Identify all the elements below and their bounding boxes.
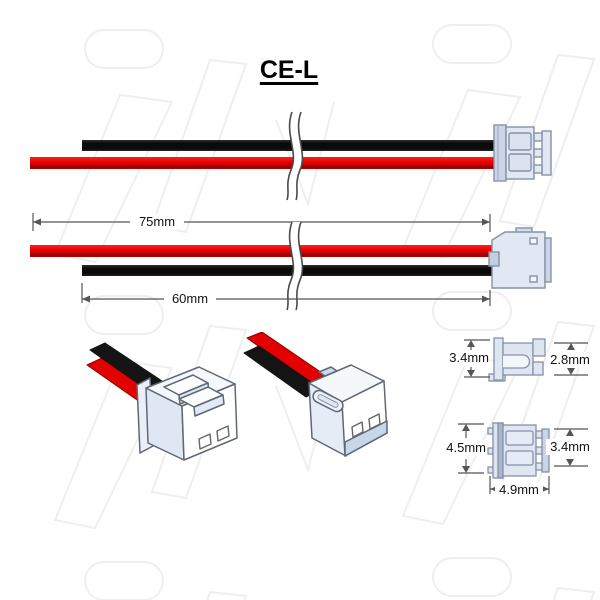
top-cable-red-wire bbox=[30, 157, 496, 169]
top-cable-connector-side-view bbox=[493, 124, 552, 182]
plug-height-dimension bbox=[464, 339, 490, 378]
top-cable-break-mark bbox=[286, 111, 304, 201]
bottom-cable-black-wire bbox=[82, 265, 496, 276]
overall-length-label: 75mm bbox=[130, 214, 184, 230]
connector-profile-drawing bbox=[488, 337, 546, 382]
connector-isometric-front-view bbox=[243, 332, 388, 457]
bottom-cable-connector-top-view bbox=[488, 227, 552, 289]
socket-inner-height-label: 3.4mm bbox=[546, 439, 594, 455]
socket-width-label: 4.9mm bbox=[495, 482, 543, 498]
short-wire-dimension bbox=[81, 283, 491, 306]
socket-inner-height-dimension bbox=[554, 428, 588, 467]
overall-length-dimension bbox=[32, 213, 491, 232]
socket-height-label: 4.5mm bbox=[442, 440, 486, 456]
plug-height-label: 3.4mm bbox=[445, 350, 489, 366]
page-title: CE-L bbox=[259, 56, 319, 84]
bottom-cable-break-mark bbox=[286, 221, 304, 311]
socket-height-dimension bbox=[458, 423, 484, 474]
plug-inner-height-dimension bbox=[554, 342, 588, 376]
connector-isometric-rear-view bbox=[86, 342, 238, 461]
plug-inner-height-label: 2.8mm bbox=[546, 352, 594, 368]
top-cable-black-wire bbox=[82, 140, 496, 151]
short-wire-label: 60mm bbox=[164, 291, 216, 307]
bottom-cable-red-wire bbox=[30, 245, 496, 257]
